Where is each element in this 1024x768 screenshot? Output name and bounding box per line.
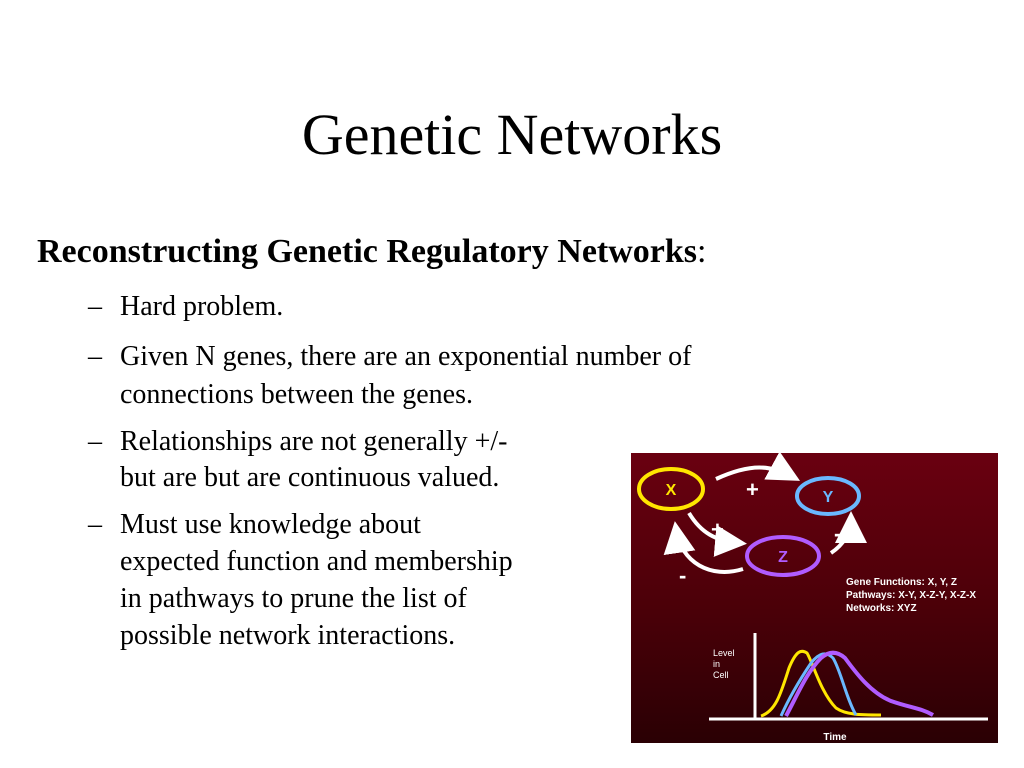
gene-network-figure: X Y Z + + - - Gene Functions: X, Y, Z Pa… [631,453,998,743]
y-axis-label-2: in [713,659,720,669]
node-y-label: Y [823,489,834,506]
bullet-line: Hard problem. [120,291,284,322]
bullet-line: connections between the genes. [120,379,473,410]
arrow-z-to-x [663,521,744,574]
slide-title: Genetic Networks [301,102,723,167]
bullet-dash: – [88,509,102,540]
node-z-label: Z [778,549,788,566]
gene-network-diagram: X Y Z + + - - Gene Functions: X, Y, Z Pa… [637,453,988,743]
node-x-label: X [666,482,677,499]
info-gene-functions: Gene Functions: X, Y, Z [846,577,957,588]
bullet-line: Given N genes, there are an exponential … [120,341,692,372]
subheading-bold: Reconstructing Genetic Regulatory Networ… [37,233,698,270]
subheading: Reconstructing Genetic Regulatory Networ… [37,228,706,276]
bullet-line: in pathways to prune the list of [120,583,467,614]
bullet-line: Relationships are not generally +/- [120,426,508,457]
sign-x-z: + [711,517,724,542]
sign-z-x: - [679,563,686,588]
x-axis-label: Time [823,732,847,743]
bullet-line: Must use knowledge about [120,509,421,540]
y-axis-label-3: Cell [713,670,729,680]
arrow-x-to-z [687,511,747,557]
subheading-colon: : [697,233,707,270]
curve-y [779,652,858,717]
bullet-dash: – [88,291,102,322]
bullet-line: but are but are continuous valued. [120,462,500,493]
info-pathways: Pathways: X-Y, X-Z-Y, X-Z-X [846,590,976,601]
sign-x-y: + [746,477,759,502]
arrow-x-to-y [715,453,801,481]
node-y: Y [795,476,861,516]
curve-z [784,650,935,717]
bullet-line: expected function and membership [120,546,513,577]
info-networks: Networks: XYZ [846,603,917,614]
arrow-z-to-y [829,511,867,555]
bullet-dash: – [88,426,102,457]
y-axis-label-1: Level [713,648,735,658]
node-z: Z [745,535,821,577]
node-x: X [637,467,705,511]
sign-z-y: - [834,521,841,546]
bullet-line: possible network interactions. [120,620,456,651]
bullet-dash: – [88,341,102,372]
curve-x [760,649,882,718]
